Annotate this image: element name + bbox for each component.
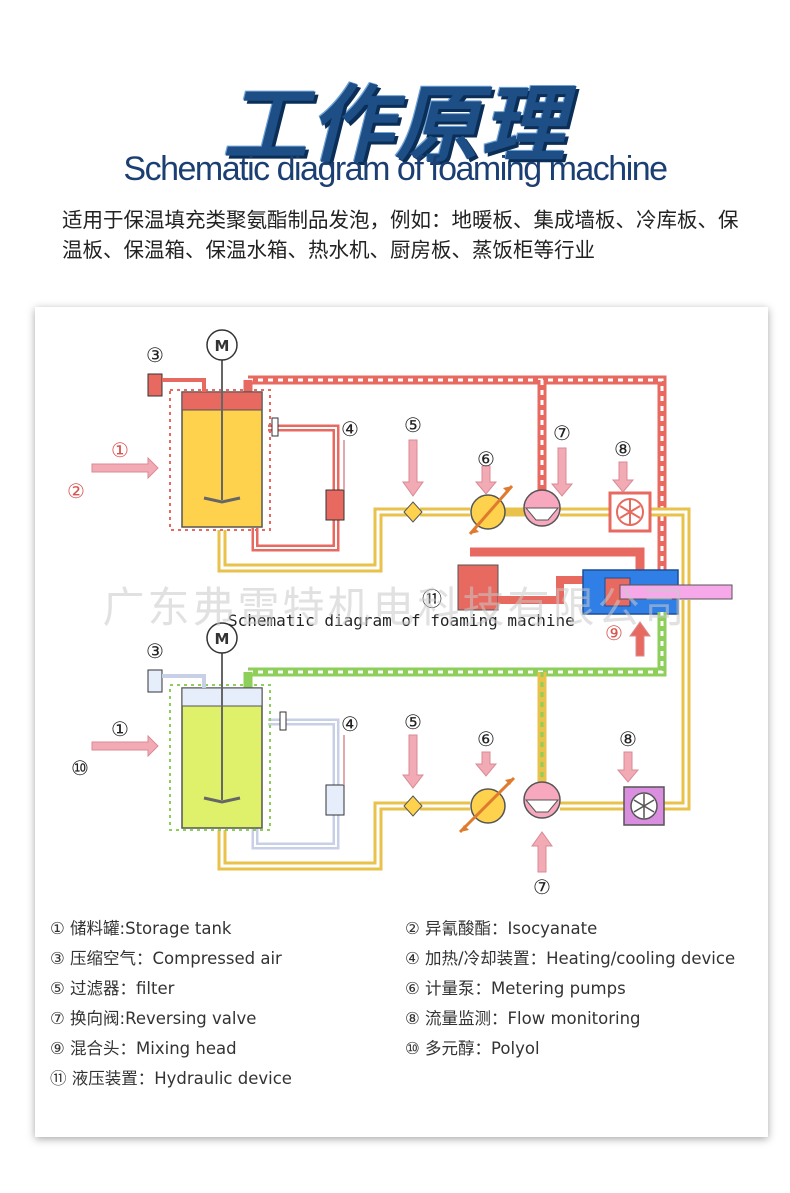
marker-4a: ④ bbox=[341, 417, 359, 441]
bottom-heating-loop bbox=[251, 711, 345, 850]
marker-7b: ⑦ bbox=[533, 875, 551, 899]
marker-5a: ⑤ bbox=[404, 413, 422, 437]
bottom-storage-tank bbox=[169, 650, 271, 831]
legend-item: ④ 加热/冷却装置：Heating/cooling device bbox=[405, 949, 736, 968]
marker-2: ② bbox=[67, 479, 85, 503]
bottom-reversing-valve bbox=[523, 781, 561, 819]
top-metering-pump bbox=[468, 485, 514, 535]
legend-item: ⑨ 混合头：Mixing head bbox=[50, 1039, 237, 1058]
legend-item: ⑧ 流量监测：Flow monitoring bbox=[405, 1009, 641, 1028]
diagram-panel bbox=[35, 307, 768, 1137]
top-air-valve bbox=[147, 373, 206, 397]
bottom-supply-line bbox=[217, 600, 691, 871]
number-markers: ① ② ③ ④ ⑤ ⑥ ⑦ ⑧ ⑨ ⑪ ③ ① ⑩ ④ ⑤ ⑥ ⑧ ⑦ bbox=[67, 343, 637, 899]
legend-item: ① 储料罐:Storage tank bbox=[50, 919, 232, 938]
top-supply-line bbox=[217, 507, 691, 592]
marker-4b: ④ bbox=[341, 712, 359, 736]
bottom-metering-pump bbox=[458, 776, 516, 834]
top-filter bbox=[403, 501, 423, 523]
watermark: 广东弗雷特机电科技有限公司 bbox=[102, 583, 687, 632]
marker-5b: ⑤ bbox=[404, 710, 422, 734]
page-title-cn: 工作原理 bbox=[222, 76, 567, 174]
marker-8a: ⑧ bbox=[614, 437, 632, 461]
bottom-filter bbox=[403, 795, 423, 817]
mixing-head bbox=[582, 569, 733, 615]
bottom-air-valve bbox=[147, 669, 206, 693]
top-storage-tank bbox=[169, 350, 271, 531]
marker-10: ⑩ bbox=[71, 756, 89, 780]
legend-item: ⑤ 过滤器：filter bbox=[50, 979, 175, 998]
marker-8b: ⑧ bbox=[619, 727, 637, 751]
legend-item: ③ 压缩空气：Compressed air bbox=[50, 949, 282, 968]
marker-11: ⑪ bbox=[422, 587, 442, 611]
page-title-en: Schematic diagram of foaming machine bbox=[123, 150, 668, 188]
arrows bbox=[91, 439, 651, 873]
diagram-caption: Schematic diagram of foaming machine bbox=[228, 611, 575, 630]
marker-3a: ③ bbox=[146, 343, 164, 367]
marker-6a: ⑥ bbox=[477, 447, 495, 471]
marker-1b: ① bbox=[111, 717, 129, 741]
marker-6b: ⑥ bbox=[477, 727, 495, 751]
legend-item: ⑪ 液压装置：Hydraulic device bbox=[50, 1069, 292, 1088]
legend-item: ⑩ 多元醇：Polyol bbox=[405, 1039, 540, 1058]
description: 适用于保温填充类聚氨酯制品发泡，例如：地暖板、集成墙板、冷库板、保温板、保温箱、… bbox=[62, 208, 739, 262]
legend-item: ⑦ 换向阀:Reversing valve bbox=[50, 1009, 257, 1028]
top-flow-monitor bbox=[608, 491, 652, 533]
legend-item: ② 异氰酸酯：Isocyanate bbox=[405, 919, 598, 938]
top-heating-loop bbox=[251, 417, 345, 552]
marker-7a: ⑦ bbox=[553, 421, 571, 445]
bottom-motor: M bbox=[206, 622, 238, 654]
legend-item: ⑥ 计量泵：Metering pumps bbox=[405, 979, 626, 998]
bottom-return-line bbox=[243, 612, 667, 785]
svg-text:M: M bbox=[215, 630, 230, 648]
top-reversing-valve bbox=[523, 489, 561, 527]
marker-1a: ① bbox=[111, 438, 129, 462]
svg-text:M: M bbox=[215, 337, 230, 355]
marker-9: ⑨ bbox=[605, 621, 623, 645]
top-motor: M bbox=[206, 329, 238, 361]
marker-3b: ③ bbox=[146, 639, 164, 663]
top-return-line bbox=[243, 375, 667, 590]
bottom-flow-monitor bbox=[623, 786, 665, 826]
